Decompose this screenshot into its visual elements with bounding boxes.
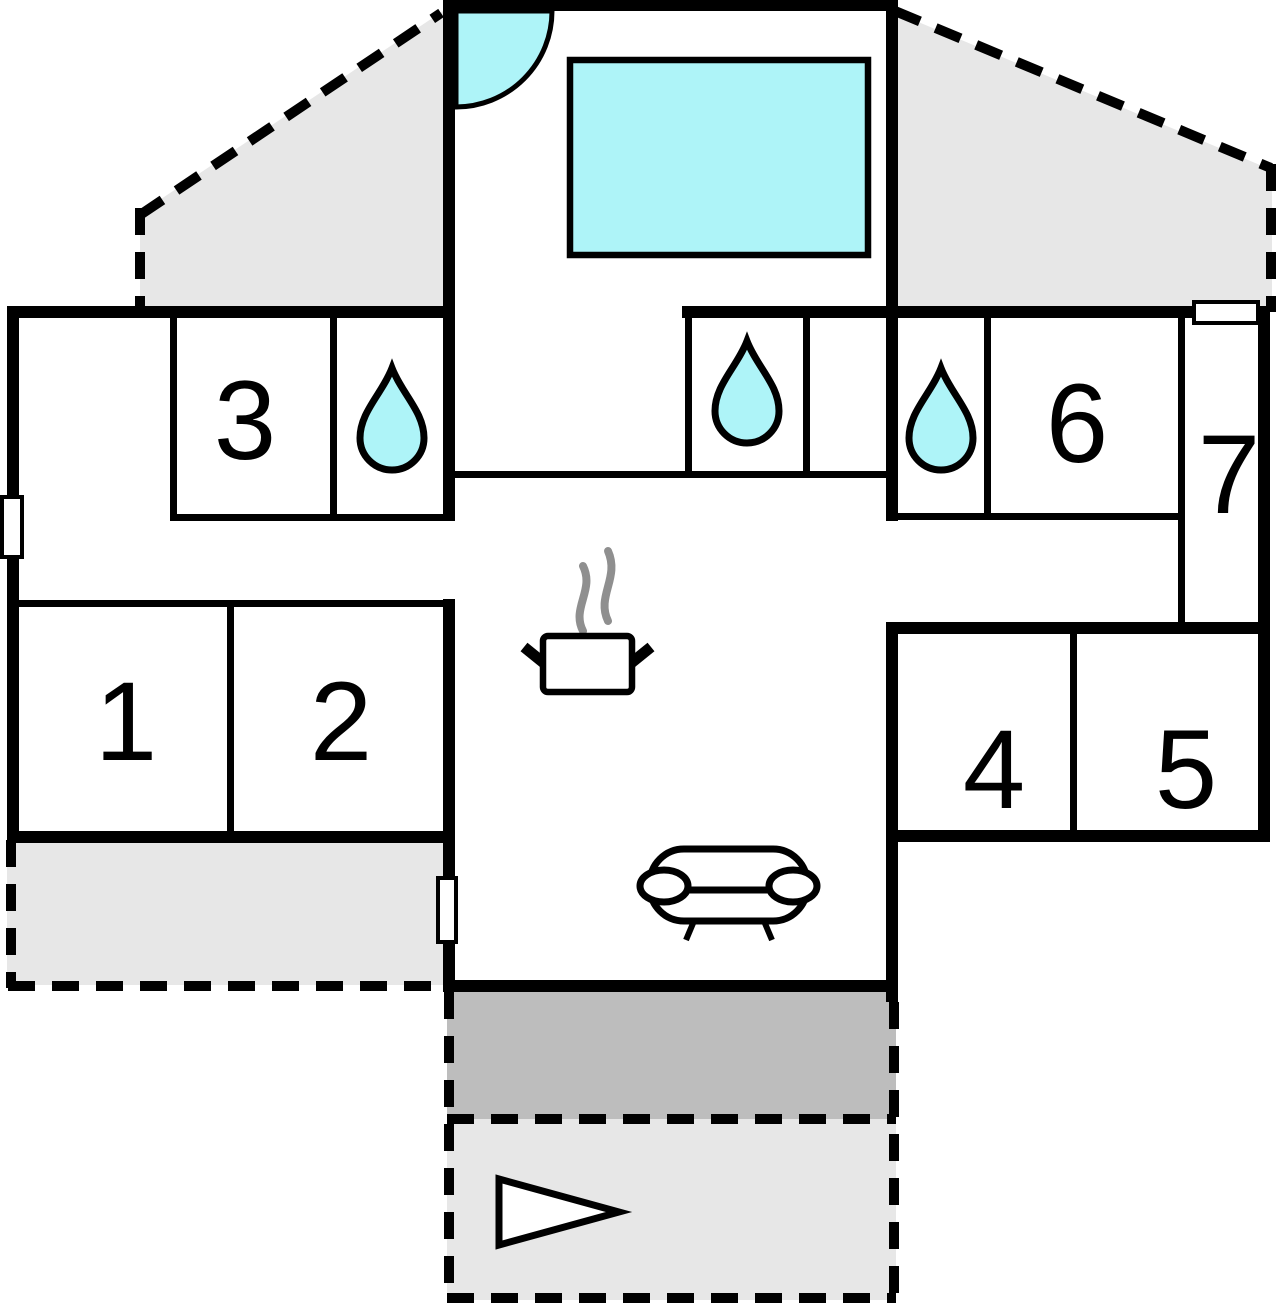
wall-room3-bottom xyxy=(170,514,455,521)
walls xyxy=(7,0,1270,1002)
wall-rooms12-bottom xyxy=(7,831,455,843)
room-label-2: 2 xyxy=(310,659,372,784)
window-marker-top-right xyxy=(1192,300,1260,325)
sofa-icon xyxy=(636,845,821,942)
wall-top-left-wing xyxy=(7,306,455,318)
room-label-4: 4 xyxy=(963,707,1025,832)
wall-east-lower xyxy=(886,622,898,1002)
wall-west-lower-b xyxy=(443,941,455,992)
wall-rooms12-divider xyxy=(227,600,234,831)
bathroom-icons xyxy=(356,331,977,474)
wall-west-lower-a xyxy=(443,843,455,879)
wall-room3-left xyxy=(170,318,177,521)
wall-rooms45-bottom xyxy=(886,830,1270,842)
dashed-diagonal-top-left xyxy=(137,8,444,220)
wall-rooms45-divider xyxy=(1070,634,1077,830)
patio-dark-strip xyxy=(447,986,896,1119)
wall-east-upper xyxy=(886,318,898,521)
wall-top-right-wing xyxy=(886,306,1270,318)
wall-room7-left xyxy=(1178,318,1185,629)
water-drop-icon xyxy=(356,358,428,474)
sofa-armrest-right xyxy=(765,866,821,906)
pot-body xyxy=(539,632,636,696)
window-markers xyxy=(0,300,1260,944)
wall-room3-bath-divider xyxy=(330,318,337,521)
wall-room6-bottom xyxy=(890,513,1185,520)
entrance-arrow-icon xyxy=(495,1174,633,1250)
wall-rooms45-top xyxy=(886,622,1270,634)
terrace-top-left xyxy=(140,11,443,312)
room-label-7: 7 xyxy=(1198,412,1260,537)
room-label-3: 3 xyxy=(214,358,276,483)
pool-icon xyxy=(566,56,872,259)
wall-midbath-left xyxy=(685,318,692,471)
wall-outer-right xyxy=(1258,306,1270,842)
wall-west-mid xyxy=(443,599,455,831)
dashed-diagonal-top-right xyxy=(893,6,1273,173)
wall-poolroom-top xyxy=(443,0,898,11)
room-label-1: 1 xyxy=(95,659,157,784)
wall-midbath-right xyxy=(803,318,810,471)
steam-line-icon xyxy=(600,547,616,625)
wall-poolroom-left xyxy=(443,0,455,318)
room-label-5: 5 xyxy=(1155,707,1217,832)
wall-poolroom-bottom-segment xyxy=(682,306,898,318)
wall-bath-room6-divider xyxy=(984,318,991,520)
steam-line-icon xyxy=(575,562,591,635)
wall-outer-left xyxy=(7,306,19,843)
water-drop-icon xyxy=(711,331,783,447)
room-label-6: 6 xyxy=(1046,361,1108,486)
wall-poolroom-right xyxy=(886,0,898,318)
door-swing-icon xyxy=(453,8,555,110)
window-marker-left-wall xyxy=(0,495,24,559)
terrace-top-right xyxy=(892,11,1272,312)
wall-kitchen xyxy=(443,471,898,478)
wall-west-upper xyxy=(443,318,455,521)
door-marker-terrace xyxy=(436,876,458,944)
room-labels: 1 2 3 4 5 6 7 xyxy=(95,358,1260,832)
terrace-bottom-left xyxy=(7,838,448,985)
water-drop-icon xyxy=(905,358,977,474)
wall-living-bottom xyxy=(443,980,898,992)
dashed-boundaries xyxy=(6,6,1276,1303)
terrace-areas xyxy=(7,11,1272,1300)
sofa-armrest-left xyxy=(636,866,692,906)
stove-pot-icon xyxy=(520,547,655,696)
